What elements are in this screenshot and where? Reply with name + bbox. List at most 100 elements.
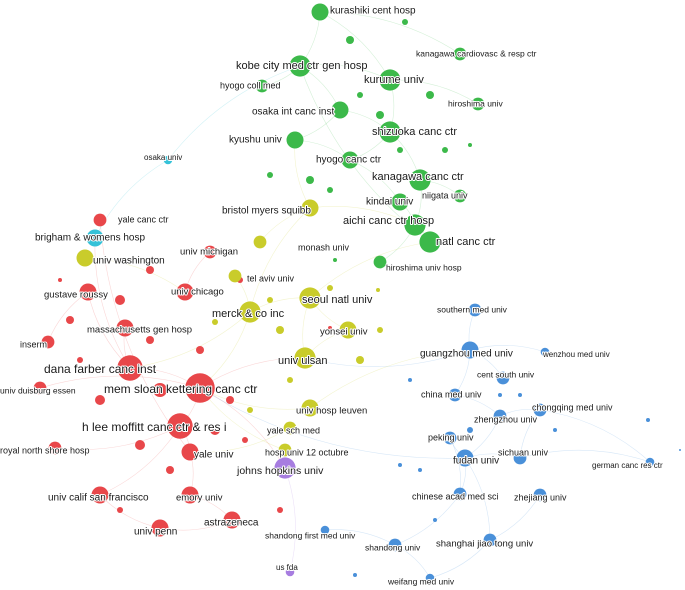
node-us_fda[interactable] [285, 567, 295, 577]
node-cent_south[interactable] [496, 371, 510, 385]
node-duisburg[interactable] [33, 381, 47, 395]
unlabeled-node [277, 507, 283, 513]
node-peking[interactable] [443, 431, 457, 445]
node-label-zhejiang: zhejiang univ [514, 492, 567, 502]
node-fudan[interactable] [456, 449, 474, 467]
unlabeled-node [408, 378, 412, 382]
node-kurashiki[interactable] [311, 3, 329, 21]
unlabeled-node [327, 285, 333, 291]
node-china_med[interactable] [448, 388, 462, 402]
node-ucsf[interactable] [91, 486, 109, 504]
node-label-univ_ulsan: univ ulsan [278, 355, 328, 367]
unlabeled-node [376, 111, 384, 119]
node-chinese_acad[interactable] [453, 487, 467, 501]
node-emory[interactable] [181, 486, 199, 504]
unlabeled-node [166, 466, 174, 474]
node-bristol[interactable] [301, 199, 319, 217]
link-brigham-osaka_univ [94, 159, 169, 239]
node-hiroshima_hosp[interactable] [373, 255, 387, 269]
link-sichuan-german_canc [519, 449, 651, 463]
node-hyogo_coll[interactable] [255, 79, 269, 93]
node-tel_aviv[interactable] [228, 269, 242, 283]
node-guangzhou[interactable] [461, 341, 479, 359]
node-hiroshima[interactable] [471, 97, 485, 111]
node-label-mass_gen: massachusetts gen hosp [87, 325, 192, 336]
link-merck-bristol [249, 207, 311, 313]
node-gustave[interactable] [79, 283, 97, 301]
node-kobe[interactable] [289, 55, 311, 77]
node-brigham[interactable] [86, 229, 104, 247]
node-natl_canc[interactable] [419, 231, 441, 253]
node-univ_ulsan[interactable] [294, 347, 316, 369]
node-univ_chicago[interactable] [176, 283, 194, 301]
unlabeled-node [146, 336, 154, 344]
node-kyushu[interactable] [286, 131, 304, 149]
node-yale_canc[interactable] [93, 213, 107, 227]
link-chinese_acad-shandong [394, 493, 461, 546]
unlabeled-node [679, 449, 681, 451]
node-label-univ_penn: univ penn [134, 527, 177, 538]
node-label-astrazeneca: astrazeneca [204, 518, 259, 529]
node-label-yale_univ: yale univ [194, 450, 233, 461]
node-seoul[interactable] [299, 287, 321, 309]
node-univ_washington[interactable] [76, 249, 94, 267]
unlabeled-node [247, 407, 253, 413]
node-osaka_int[interactable] [331, 101, 349, 119]
node-kanagawa_cardio[interactable] [453, 47, 467, 61]
node-label-cent_south: cent south univ [477, 369, 535, 379]
node-shandong[interactable] [388, 538, 402, 552]
node-astrazeneca[interactable] [223, 511, 241, 529]
node-kindai[interactable] [391, 193, 409, 211]
node-osaka_univ[interactable] [163, 155, 173, 165]
node-mem_sloan[interactable] [185, 373, 215, 403]
node-zhengzhou[interactable] [493, 409, 507, 423]
node-yonsei[interactable] [339, 321, 357, 339]
node-weifang[interactable] [425, 573, 435, 583]
node-label-yale_sch: yale sch med [267, 425, 320, 435]
link-kurashiki-kurume [319, 11, 391, 81]
node-johns_hopkins[interactable] [274, 457, 296, 479]
node-label-hyogo_coll: hyogo coll med [220, 80, 281, 90]
node-univ_michigan[interactable] [203, 245, 217, 259]
node-shanghai[interactable] [483, 533, 497, 547]
node-label-aichi: aichi canc ctr hosp [343, 215, 434, 227]
node-southern_med[interactable] [468, 303, 482, 317]
node-yale_univ[interactable] [181, 443, 199, 461]
node-hosp_leuven[interactable] [301, 399, 319, 417]
node-label-hyogo_canc: hyogo canc ctr [316, 155, 382, 166]
node-hosp_octubre[interactable] [278, 443, 292, 457]
link-kurashiki-kanagawa_cardio [319, 11, 461, 55]
node-yale_sch[interactable] [283, 421, 297, 435]
node-hyogo_canc[interactable] [341, 151, 359, 169]
node-label-kanagawa_canc: kanagawa canc ctr [372, 171, 464, 183]
unlabeled-node [66, 316, 74, 324]
node-shizuoka[interactable] [379, 121, 401, 143]
unlabeled-node [135, 440, 145, 450]
node-monash[interactable] [253, 235, 267, 249]
unlabeled-node [77, 357, 83, 363]
link-zhejiang-shanghai [489, 494, 541, 541]
node-kurume[interactable] [379, 69, 401, 91]
node-german_canc[interactable] [645, 457, 655, 467]
link-moffitt-ucsf [99, 425, 181, 496]
node-mass_gen[interactable] [116, 319, 134, 337]
unlabeled-node [346, 36, 354, 44]
node-chongqing[interactable] [533, 403, 547, 417]
node-zhejiang[interactable] [533, 488, 547, 502]
node-inserm[interactable] [41, 335, 55, 349]
node-niigata[interactable] [453, 189, 467, 203]
node-moffitt[interactable] [167, 413, 193, 439]
node-label-guangzhou: guangzhou med univ [420, 349, 513, 360]
node-wenzhou[interactable] [540, 347, 550, 357]
node-label-hosp_octubre: hosp univ 12 octubre [265, 447, 349, 457]
node-aichi[interactable] [404, 214, 426, 236]
node-royal_north[interactable] [48, 441, 62, 455]
node-merck[interactable] [239, 301, 261, 323]
link-bristol-kyushu [294, 139, 311, 209]
unlabeled-node [267, 172, 273, 178]
node-dana[interactable] [117, 355, 143, 381]
node-shandong_first[interactable] [320, 525, 330, 535]
node-sichuan[interactable] [513, 451, 527, 465]
node-univ_penn[interactable] [151, 519, 169, 537]
node-kanagawa_canc[interactable] [409, 169, 431, 191]
